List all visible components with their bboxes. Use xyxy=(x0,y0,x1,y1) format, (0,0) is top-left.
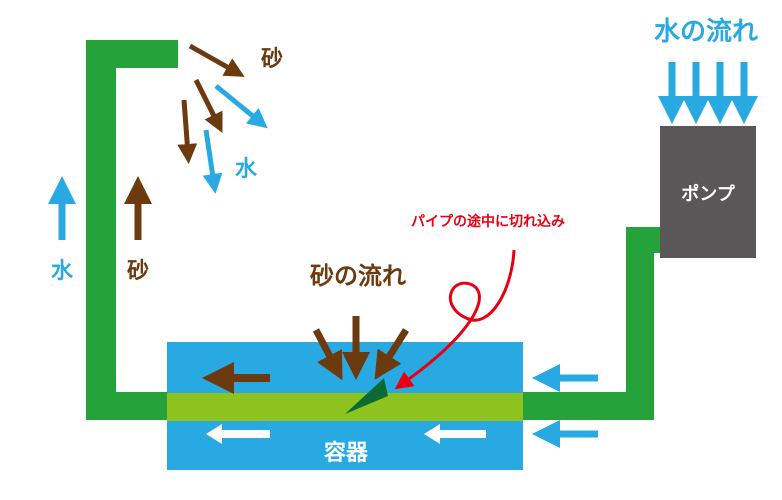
sand-top-label: 砂 xyxy=(261,46,283,72)
return-pipe xyxy=(86,40,178,420)
sand-arrow xyxy=(188,43,245,77)
water-top-label: 水 xyxy=(235,157,258,182)
water-left-arrowhead xyxy=(424,424,440,444)
water-flow-title: 水の流れ xyxy=(654,17,758,47)
pump-label: ポンプ xyxy=(681,183,735,205)
pump-box xyxy=(660,126,756,258)
inner-pipe xyxy=(167,393,523,421)
cut-pointer-arrow xyxy=(394,249,516,390)
sand-arrow xyxy=(312,328,343,381)
pump-inflow-arrows xyxy=(658,62,758,124)
cut-note: パイプの途中に切れ込み xyxy=(411,213,565,230)
container-label: 容器 xyxy=(324,440,369,466)
water-arrow xyxy=(214,84,268,129)
sand-arrow xyxy=(177,99,198,164)
water-arrow xyxy=(202,129,223,194)
water-side-label: 水 xyxy=(51,259,74,284)
sand-flow-title: 砂の流れ xyxy=(310,262,406,290)
sand-arrow xyxy=(193,78,223,133)
water-left-arrowhead xyxy=(206,424,222,444)
outlet-spray xyxy=(177,43,268,194)
sand-arrow xyxy=(374,328,409,380)
sand-flow-arrows xyxy=(312,316,409,381)
pipe-cut-wedge xyxy=(345,378,388,414)
feed-pipe xyxy=(522,227,662,420)
sand-side-label: 砂 xyxy=(127,258,149,284)
